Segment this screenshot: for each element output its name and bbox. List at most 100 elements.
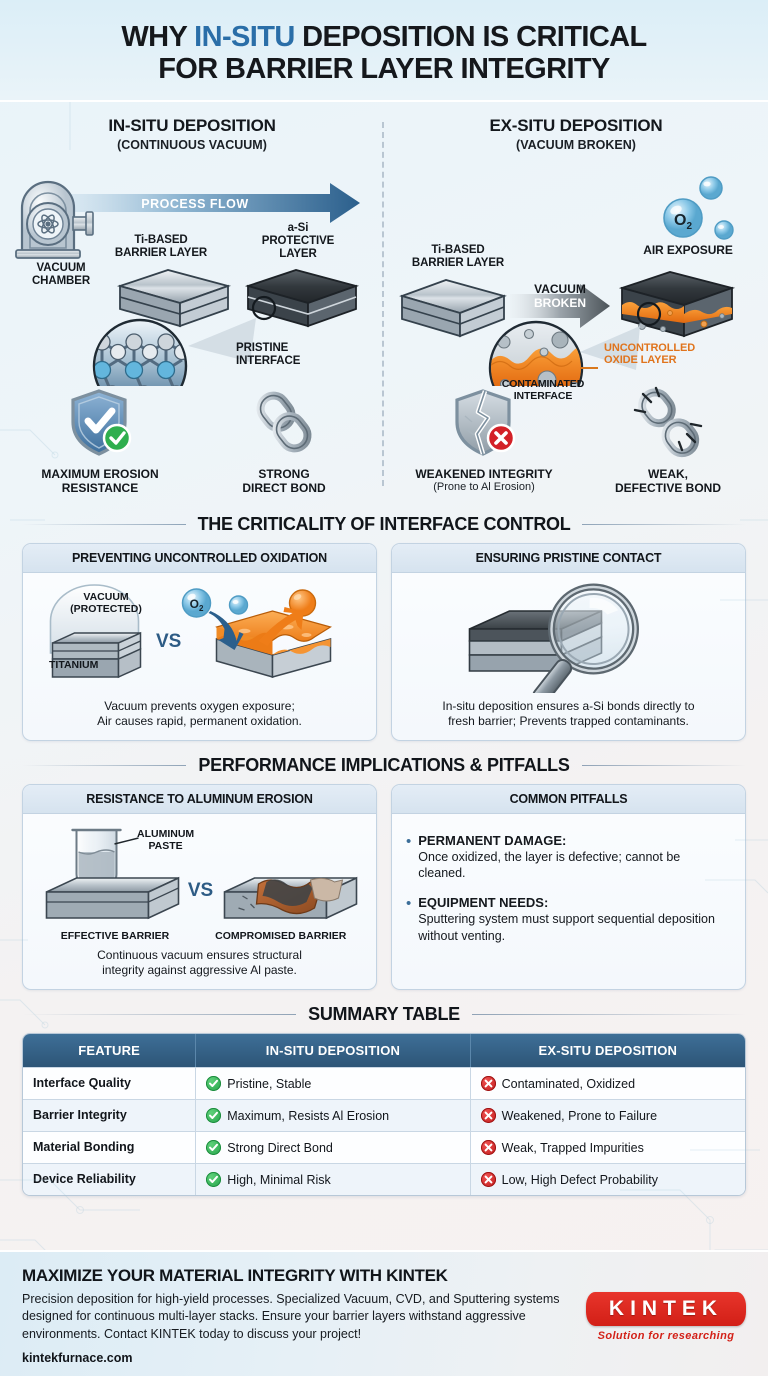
divider-left bbox=[22, 1013, 297, 1015]
cell-in-situ: High, Minimal Risk bbox=[196, 1162, 471, 1195]
pitfall-body: Sputtering system must support sequentia… bbox=[418, 912, 715, 943]
table-row: Device Reliability High, Minimal Risk Lo… bbox=[23, 1162, 745, 1195]
card-title: COMMON PITFALLS bbox=[392, 784, 745, 814]
oxidation-illustration: O2 VACUUM (PROTECTED) TITANIUM VS bbox=[33, 581, 366, 693]
erosion-caption: Continuous vacuum ensures structural int… bbox=[97, 947, 302, 978]
footer-cta: MAXIMIZE YOUR MATERIAL INTEGRITY WITH KI… bbox=[0, 1250, 768, 1376]
cell-text: High, Minimal Risk bbox=[227, 1172, 331, 1187]
outcome-strong-direct-bond: STRONG DIRECT BOND bbox=[192, 386, 376, 496]
cell-ex-situ: Contaminated, Oxidized bbox=[470, 1066, 745, 1099]
table-row: Barrier Integrity Maximum, Resists Al Er… bbox=[23, 1098, 745, 1131]
divider-right bbox=[471, 1013, 747, 1015]
title-part-2: DEPOSITION IS CRITICAL bbox=[294, 21, 647, 53]
footer-title: MAXIMIZE YOUR MATERIAL INTEGRITY WITH KI… bbox=[22, 1266, 448, 1285]
pitfall-title: EQUIPMENT NEEDS: bbox=[418, 894, 549, 910]
card-title: PREVENTING UNCONTROLLED OXIDATION bbox=[23, 543, 376, 573]
summary-table-wrap: FEATURE IN-SITU DEPOSITION EX-SITU DEPOS… bbox=[0, 1032, 768, 1196]
pitfall-body: Once oxidized, the layer is defective; c… bbox=[418, 849, 681, 881]
vacuum-protected-label: VACUUM (PROTECTED) bbox=[70, 590, 142, 616]
summary-table: FEATURE IN-SITU DEPOSITION EX-SITU DEPOS… bbox=[22, 1032, 746, 1196]
cross-icon bbox=[480, 1171, 496, 1187]
title-accent: IN-SITU bbox=[194, 21, 295, 53]
cell-text: Weak, Trapped Impurities bbox=[501, 1140, 644, 1155]
titanium-label: TITANIUM bbox=[49, 658, 99, 671]
list-item: • EQUIPMENT NEEDS: Sputtering system mus… bbox=[406, 894, 729, 944]
footer-body: Precision deposition for high-yield proc… bbox=[22, 1292, 560, 1341]
outcome-weakened-integrity: WEAKENED INTEGRITY (Prone to Al Erosion) bbox=[392, 386, 576, 496]
interface-cards: PREVENTING UNCONTROLLED OXIDATION bbox=[0, 542, 768, 741]
ex-situ-outcomes: WEAKENED INTEGRITY (Prone to Al Erosion) bbox=[392, 386, 760, 496]
check-icon bbox=[206, 1107, 222, 1123]
table-header-row: FEATURE IN-SITU DEPOSITION EX-SITU DEPOS… bbox=[23, 1033, 745, 1067]
logo-tagline: Solution for researching bbox=[597, 1330, 735, 1342]
ti-barrier-label: Ti-BASED BARRIER LAYER bbox=[114, 233, 208, 259]
compromised-barrier-label: COMPROMISED BARRIER bbox=[215, 929, 347, 942]
column-header-feature: FEATURE bbox=[23, 1033, 197, 1067]
cell-ex-situ: Weakened, Prone to Failure bbox=[470, 1098, 745, 1131]
cell-in-situ: Pristine, Stable bbox=[196, 1066, 471, 1099]
footer-url[interactable]: kintekfurnace.com bbox=[22, 1350, 133, 1365]
check-icon bbox=[206, 1171, 222, 1187]
cell-feature: Barrier Integrity bbox=[23, 1098, 197, 1131]
erosion-illustration: VS ALUMINUM PASTE bbox=[33, 822, 366, 930]
bullet-icon: • bbox=[406, 894, 412, 912]
asi-layer-label: a-Si PROTECTIVE LAYER bbox=[261, 221, 335, 261]
cell-feature: Interface Quality bbox=[23, 1066, 197, 1099]
ex-situ-subtitle: (VACUUM BROKEN) bbox=[516, 137, 636, 152]
list-item: • PERMANENT DAMAGE: Once oxidized, the l… bbox=[406, 832, 729, 882]
performance-cards: RESISTANCE TO ALUMINUM EROSION bbox=[0, 783, 768, 990]
vacuum-broken-label: VACUUM BROKEN bbox=[533, 281, 586, 310]
card-title: RESISTANCE TO ALUMINUM EROSION bbox=[23, 784, 376, 814]
contaminated-interface-label: CONTAMINATED INTERFACE bbox=[501, 377, 585, 402]
divider-right bbox=[581, 764, 747, 766]
in-situ-subtitle: (CONTINUOUS VACUUM) bbox=[117, 137, 267, 152]
table-row: Interface Quality Pristine, Stable Conta… bbox=[23, 1066, 745, 1099]
divider-left bbox=[22, 764, 187, 766]
in-situ-outcomes: MAXIMUM EROSION RESISTANCE bbox=[8, 386, 376, 496]
logo-plate: KINTEK bbox=[586, 1292, 746, 1326]
aluminum-paste-label: ALUMINUM PASTE bbox=[137, 827, 195, 853]
ex-situ-column: EX-SITU DEPOSITION (VACUUM BROKEN) bbox=[384, 116, 768, 496]
check-icon bbox=[206, 1139, 222, 1155]
cross-icon bbox=[480, 1139, 496, 1155]
cell-ex-situ: Weak, Trapped Impurities bbox=[470, 1130, 745, 1163]
chain-link-icon bbox=[256, 391, 312, 453]
pristine-interface-label: PRISTINE INTERFACE bbox=[236, 341, 301, 367]
cell-in-situ: Maximum, Resists Al Erosion bbox=[196, 1098, 471, 1131]
performance-heading-text: PERFORMANCE IMPLICATIONS & PITFALLS bbox=[198, 754, 570, 775]
column-header-ex-situ: EX-SITU DEPOSITION bbox=[470, 1033, 745, 1067]
broken-shield-icon bbox=[455, 389, 516, 456]
cell-ex-situ: Low, High Defect Probability bbox=[470, 1162, 745, 1195]
page-header: WHY IN-SITU DEPOSITION IS CRITICAL FOR B… bbox=[0, 0, 768, 102]
table-row: Material Bonding Strong Direct Bond Weak… bbox=[23, 1130, 745, 1163]
card-title: ENSURING PRISTINE CONTACT bbox=[392, 543, 745, 573]
cross-icon bbox=[480, 1107, 496, 1123]
erosion-block-labels: EFFECTIVE BARRIER COMPROMISED BARRIER bbox=[33, 930, 366, 942]
in-situ-title: IN-SITU DEPOSITION bbox=[108, 115, 276, 135]
card-common-pitfalls: COMMON PITFALLS • PERMANENT DAMAGE: Once… bbox=[391, 783, 746, 990]
card-aluminum-erosion: RESISTANCE TO ALUMINUM EROSION bbox=[22, 783, 377, 990]
ex-situ-title: EX-SITU DEPOSITION bbox=[489, 115, 663, 135]
broken-chain-icon bbox=[633, 386, 703, 457]
air-exposure-label: AIR EXPOSURE bbox=[643, 242, 733, 257]
cell-in-situ: Strong Direct Bond bbox=[196, 1130, 471, 1163]
cell-text: Strong Direct Bond bbox=[227, 1140, 333, 1155]
pristine-contact-caption: In-situ deposition ensures a-Si bonds di… bbox=[442, 698, 695, 729]
vs-label-oxidation: VS bbox=[156, 630, 182, 652]
in-situ-illustration: PROCESS FLOW bbox=[8, 156, 376, 386]
svg-text:VS: VS bbox=[188, 880, 213, 901]
pitfall-title: PERMANENT DAMAGE: bbox=[418, 832, 567, 848]
shield-check-icon bbox=[71, 389, 132, 456]
cell-feature: Material Bonding bbox=[23, 1130, 197, 1163]
check-icon bbox=[206, 1075, 222, 1091]
bullet-icon: • bbox=[406, 832, 412, 850]
comparison-section: IN-SITU DEPOSITION (CONTINUOUS VACUUM) bbox=[0, 102, 768, 500]
cell-feature: Device Reliability bbox=[23, 1162, 197, 1195]
interface-section-heading: THE CRITICALITY OF INTERFACE CONTROL bbox=[22, 514, 746, 535]
ex-situ-illustration: O2 bbox=[392, 156, 760, 402]
svg-text:PROCESS FLOW: PROCESS FLOW bbox=[141, 197, 248, 211]
summary-section-heading: SUMMARY TABLE bbox=[22, 1004, 747, 1025]
outcome-weak-defective-bond: WEAK, DEFECTIVE BOND bbox=[576, 386, 760, 496]
column-header-in-situ: IN-SITU DEPOSITION bbox=[196, 1033, 471, 1067]
